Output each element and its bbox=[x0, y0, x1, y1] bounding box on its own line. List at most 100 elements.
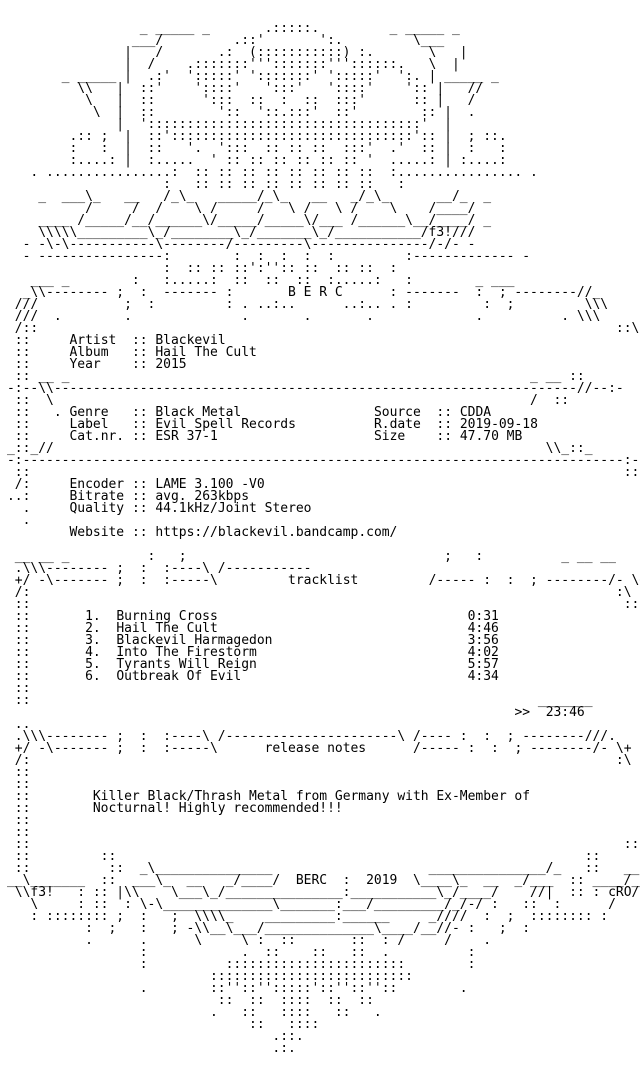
track-time: 0:31 bbox=[467, 609, 499, 624]
art-top-line: \\ | ::' '::::' ':::' '::::' ':: | // bbox=[7, 81, 484, 96]
divider: -:--------------------------------------… bbox=[7, 453, 640, 468]
art-bottom-line: :::::::::::::::::::::::::: bbox=[7, 969, 413, 984]
track-time: 4:34 bbox=[467, 669, 499, 684]
art-top-line: : : | :: '. '::: :: :: :: :::' .' :: | :… bbox=[7, 141, 507, 156]
art-bottom-line: : . :: :: :: . : bbox=[7, 945, 476, 960]
label-label: Label bbox=[69, 417, 132, 432]
nfo-text: _ _____ _ .:::::. _ _____ _ ___/ .::' ':… bbox=[7, 21, 640, 1056]
art-bottom-line: . . \ \ : :: :: : / / . bbox=[7, 933, 492, 948]
art-bottom-line: \\f3! : :: |\\ \___\_/_______________:__… bbox=[7, 885, 640, 900]
rdate-value: 2019-09-18 bbox=[459, 417, 538, 432]
art-bottom-line: :: :: bbox=[7, 837, 640, 852]
artist-value: Blackevil bbox=[155, 333, 226, 348]
track-number: 4. bbox=[85, 645, 117, 660]
frame: /: :\ bbox=[7, 753, 632, 768]
genre-label: Genre bbox=[69, 405, 132, 420]
track-time: 4:46 bbox=[467, 621, 499, 636]
bitrate-value: avg. 263kbps bbox=[155, 489, 250, 504]
art-bottom-line: . :: :::: :: . bbox=[7, 1005, 382, 1020]
release-notes-line: Nocturnal! Highly recommended!!! bbox=[92, 801, 343, 816]
frame: /: :\ bbox=[7, 585, 632, 600]
quality-value: 44.1kHz/Joint Stereo bbox=[155, 501, 312, 516]
art-top-line: _\\-------- ; : ------- : B E R C : ----… bbox=[7, 285, 601, 300]
art-top-line: . ................: :: :: :: :: :: :: ::… bbox=[7, 165, 538, 180]
art-top-line: | / .: (:::::::::::) :. \ | bbox=[7, 45, 468, 60]
art-bottom-line: : :::::::: ; : ; \\\\_ _________:______ … bbox=[7, 909, 609, 924]
art-top-line: : :: :: ::':'':: :: :: :: : bbox=[7, 261, 398, 276]
art-bottom-line: . ::''::'':::::'::''::'':: . bbox=[7, 981, 468, 996]
art-bottom-line: : ; : ; -\\__\___/______________\____/__… bbox=[7, 921, 531, 936]
genre-value: Black Metal bbox=[155, 405, 374, 420]
release-notes-line: Killer Black/Thrash Metal from Germany w… bbox=[92, 789, 531, 804]
track-time: 5:57 bbox=[467, 657, 499, 672]
quality-label: Quality bbox=[69, 501, 132, 516]
track-title: Into The Firestorm bbox=[116, 645, 468, 660]
total-time: 23:46 bbox=[545, 705, 585, 720]
art-top-line: - ----------------: : : : : : :---------… bbox=[7, 249, 531, 264]
art-top-line: ____ /_____/__/______\/_____/_____\/___ … bbox=[7, 213, 492, 228]
art-top-line: _ _____ _ .:::::. _ _____ _ bbox=[7, 21, 460, 36]
track-number: 1. bbox=[85, 609, 117, 624]
art-top-line: \ | :: '::: :: : :: :::' :: | / bbox=[7, 93, 476, 108]
art-top-line: | ':::::::::::::::::::::::::::::::::::' … bbox=[7, 117, 452, 132]
track-number: 2. bbox=[85, 621, 117, 636]
source-label: Source bbox=[373, 405, 437, 420]
art-top-line: - -\-\-----------\--------/---------\---… bbox=[7, 237, 476, 252]
art-top-line: / / / \ / / \ / \ / \ /____/ bbox=[7, 201, 476, 216]
art-top-line: | / .:::::::''':::::::'''::::::. \ | bbox=[7, 57, 460, 72]
frame: .\\\-------- ; : :----\ /---------------… bbox=[7, 729, 616, 744]
art-bottom-line: .::. bbox=[7, 1029, 304, 1044]
rdate-label: R.date bbox=[373, 417, 437, 432]
encoder-value: LAME 3.100 -V0 bbox=[155, 477, 265, 492]
divider: _::_// \\_::_ bbox=[7, 441, 593, 456]
art-top-line: _ _____ | .:' ':::::' ':::::::' ':::::' … bbox=[7, 69, 499, 84]
art-bottom-line: :: :: :::: :: :: bbox=[7, 993, 374, 1008]
track-title: Outbreak Of Evil bbox=[116, 669, 468, 684]
art-top-line: \\\\\_________\_/________\_/_______\_/__… bbox=[7, 225, 476, 240]
art-top-line: \ | :: ':: '::.:::' ::' :: | . bbox=[7, 105, 476, 120]
art-top-line: ___/ .::' ':. \___ bbox=[7, 33, 445, 48]
size-value: 47.70 MB bbox=[459, 429, 523, 444]
art-top-line: /// . . . . . . . \\\ bbox=[7, 309, 601, 324]
album-label: Album bbox=[69, 345, 132, 360]
art-top-line: .:: ; | ::':::::::::::::::::::::::::::::… bbox=[7, 129, 507, 144]
track-title: Tyrants Will Reign bbox=[116, 657, 468, 672]
art-top-line: /// ; : : . ..:.. ..:.. . : : ; \\\ bbox=[7, 297, 609, 312]
divider: :: __ _ _ __ :: bbox=[7, 369, 585, 384]
source-value: CDDA bbox=[459, 405, 492, 420]
track-title: Burning Cross bbox=[116, 609, 468, 624]
catnr-value: ESR 37-1 bbox=[155, 429, 374, 444]
tracklist-title: tracklist bbox=[288, 573, 359, 588]
album-value: Hail The Cult bbox=[155, 345, 257, 360]
website-value: https://blackevil.bandcamp.com/ bbox=[155, 525, 398, 540]
year-label: Year bbox=[69, 357, 132, 372]
size-label: Size bbox=[373, 429, 437, 444]
track-number: 6. bbox=[85, 669, 117, 684]
track-time: 4:02 bbox=[467, 645, 499, 660]
year-value: 2015 bbox=[155, 357, 187, 372]
track-time: 3:56 bbox=[467, 633, 499, 648]
art-bottom-line: :: :::: bbox=[7, 1017, 320, 1032]
label-value: Evil Spell Records bbox=[155, 417, 374, 432]
bitrate-label: Bitrate bbox=[69, 489, 132, 504]
art-bottom-line: :: :: :: bbox=[7, 849, 601, 864]
art-bottom-line: :: :: _\_______________ _______________/… bbox=[7, 861, 640, 876]
track-number: 5. bbox=[85, 657, 117, 672]
art-top-line: : :: :: :: :: :: :: :: :: : bbox=[7, 177, 406, 192]
artist-label: Artist bbox=[69, 333, 132, 348]
track-title: Hail The Cult bbox=[116, 621, 468, 636]
art-top-line: ___ _ : :.....: :: :: :: :.....: : _ ___ bbox=[7, 273, 515, 288]
divider: -:--\\----------------------------------… bbox=[7, 381, 624, 396]
art-bottom-line: __\_______ :: ___\_ __ _/____/ BERC : 20… bbox=[7, 873, 640, 888]
art-top-line: _ ___\_ __ /_\_ _____/_\_ __ _/_\_ __/_ … bbox=[7, 189, 492, 204]
release-notes-title: release notes bbox=[264, 741, 367, 756]
art-bottom-line: : ::::::::::::::::::::::: : bbox=[7, 957, 476, 972]
catnr-label: Cat.nr. bbox=[69, 429, 132, 444]
track-number: 3. bbox=[85, 633, 117, 648]
encoder-label: Encoder bbox=[69, 477, 132, 492]
frame: __ __ _ : ; ; : _ __ __ bbox=[7, 549, 616, 564]
track-title: Blackevil Harmagedon bbox=[116, 633, 468, 648]
divider: :: \ / :: bbox=[7, 393, 570, 408]
art-bottom-line: \ : :: : \-\______________\_______:___/_… bbox=[7, 897, 616, 912]
art-bottom-line: .:. bbox=[7, 1041, 296, 1056]
